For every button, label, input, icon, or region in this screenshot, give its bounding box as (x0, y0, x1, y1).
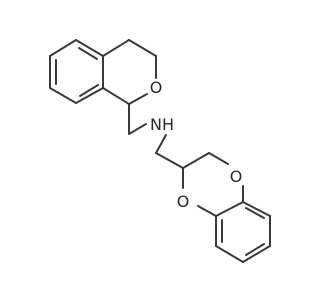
bond-car2-o (197, 205, 217, 217)
bond-ch2a-ch2b (128, 39, 157, 57)
double-bond-inner-5 (245, 243, 265, 256)
bond-c5-c6 (75, 39, 104, 57)
bond-c6-c1 (49, 39, 77, 57)
bond-c3-c4 (75, 87, 104, 104)
atom-oxygen-dioxane-right: O (230, 167, 243, 186)
atom-hydrogen: H (162, 115, 174, 134)
bond-c1-c4 (102, 87, 130, 105)
benzodioxane-fragment (182, 152, 271, 263)
bond-c2-c3 (49, 87, 77, 104)
bond-car3-car4 (215, 245, 244, 263)
bond-ch2-n (128, 123, 147, 135)
bond-car1-car2 (215, 201, 244, 217)
structure-canvas: O N H O O (49, 39, 271, 263)
bond-c2-c3 (182, 152, 210, 169)
double-bond-inner-3 (78, 47, 98, 60)
double-bond-inner-6 (245, 207, 265, 219)
bond-o-c1 (128, 93, 148, 105)
bond-n-ch2 (155, 134, 167, 154)
isochroman-fragment (49, 39, 157, 135)
atom-oxygen-dioxane-left: O (177, 192, 190, 211)
bond-car6-car1 (242, 201, 271, 217)
double-bond-inner-2 (79, 84, 99, 97)
atom-oxygen-isochroman: O (150, 78, 163, 97)
atom-labels: O N H O O (150, 78, 243, 211)
amine-linker (155, 134, 184, 169)
bond-c5-ch2a (102, 39, 130, 57)
atom-nitrogen: N (150, 115, 162, 134)
bond-ch2-c2 (155, 152, 184, 169)
molecule-structure: O N H O O (49, 39, 271, 263)
bond-c3-o (208, 152, 229, 165)
bond-car4-car5 (242, 245, 271, 263)
